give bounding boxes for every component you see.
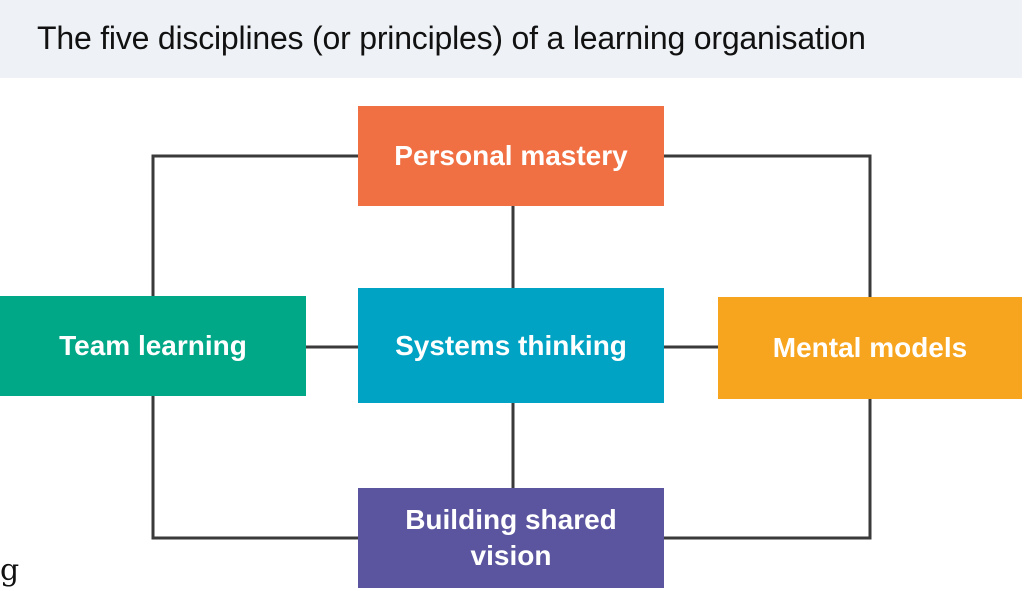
node-systems-thinking-label: Systems thinking [395,329,627,361]
node-mental-models-label: Mental models [772,332,968,363]
connector-personal-mental [664,154,872,297]
node-team-learning: Team learning [0,296,306,396]
node-personal-mastery: Personal mastery [358,106,664,206]
node-building-shared-vision: Building shared vision [358,488,664,588]
connector-personal-team [151,154,358,296]
title-bar: The five disciplines (or principles) of … [0,0,1022,78]
node-team-learning-label: Team learning [59,330,247,361]
cropped-text-fragment: g [0,553,20,588]
diagram-title: The five disciplines (or principles) of … [37,20,866,56]
node-building-shared-vision-label: Building shared vision [405,504,617,571]
connector-mental-vision [664,399,872,540]
node-mental-models: Mental models [718,297,1022,399]
node-systems-thinking: Systems thinking [358,288,664,403]
node-personal-mastery-label: Personal mastery [394,140,628,171]
connector-team-vision [151,396,358,540]
